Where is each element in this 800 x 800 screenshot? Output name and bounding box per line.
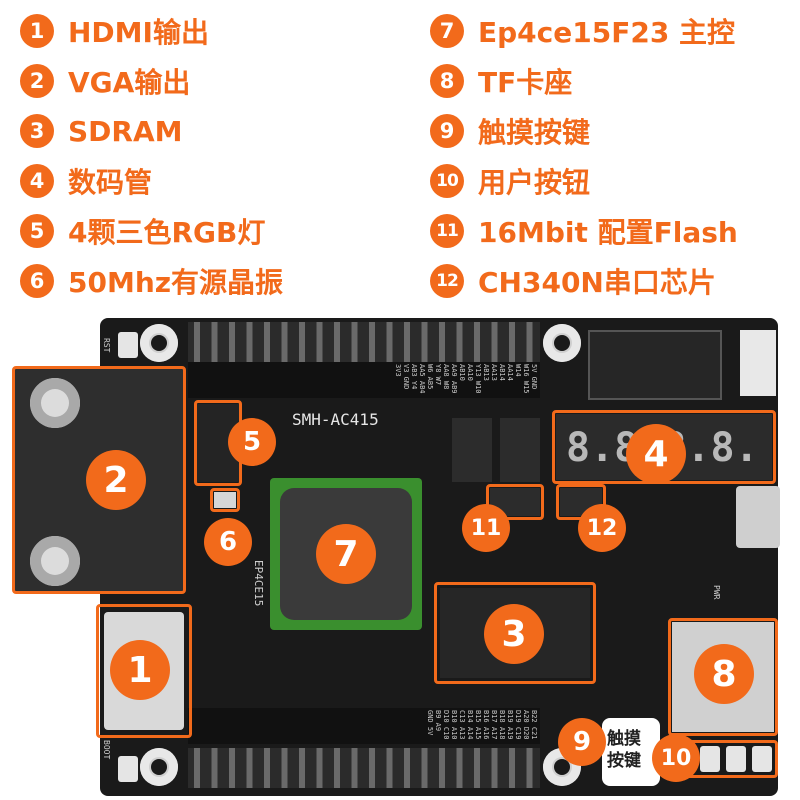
legend-number: 1: [20, 14, 54, 48]
legend-item-8: 8 TF卡座: [430, 60, 572, 102]
fpga-marking: EP4CE15: [252, 560, 265, 607]
mounting-hole: [140, 324, 178, 362]
legend-number: 6: [20, 264, 54, 298]
legend-label: 16Mbit 配置Flash: [478, 216, 738, 249]
boot-button[interactable]: [118, 756, 138, 782]
legend-number: 9: [430, 114, 464, 148]
legend-label: VGA输出: [68, 66, 191, 99]
legend-label: TF卡座: [478, 66, 573, 99]
hdmi-highlight: [96, 604, 192, 738]
bottom-pin-label-text: B22 C21 A20 D20 D19 C19 B19 A19 B18 A18 …: [426, 710, 538, 740]
legend-item-12: 12 CH340N串口芯片: [430, 260, 716, 302]
oscillator: [214, 492, 236, 508]
top-pin-header: [188, 322, 540, 342]
legend-item-9: 9 触摸按键: [430, 110, 590, 152]
legend-label: 50Mhz有源晶振: [68, 266, 284, 299]
flash-chip: [452, 418, 492, 482]
badge-touch-key: 9: [558, 718, 606, 766]
legend-item-5: 5 4颗三色RGB灯: [20, 210, 265, 252]
legend-label: Ep4ce15F23 主控: [478, 16, 736, 49]
legend-label: 数码管: [68, 166, 153, 199]
legend-number: 11: [430, 214, 464, 248]
legend-number: 3: [20, 114, 54, 148]
legend: 1 HDMI输出 2 VGA输出 3 SDRAM 4 数码管 5 4颗三色RGB…: [0, 0, 800, 310]
sdram-highlight: [434, 582, 596, 684]
legend-number: 7: [430, 14, 464, 48]
legend-label: 触摸按键: [478, 116, 591, 149]
top-pin-label-text: 5V GND W16 W15 W14 AA14 AB14 AA13 AB13 Y…: [394, 364, 538, 394]
pwr-silk: PWR: [712, 585, 721, 600]
badge-seven-segment: 4: [626, 424, 686, 484]
legend-number: 4: [20, 164, 54, 198]
legend-item-1: 1 HDMI输出: [20, 10, 209, 52]
badge-hdmi: 1: [110, 640, 170, 700]
legend-label: SDRAM: [68, 114, 183, 148]
jtag-header: [588, 330, 722, 400]
legend-number: 8: [430, 64, 464, 98]
mounting-hole: [543, 324, 581, 362]
badge-vga: 2: [86, 450, 146, 510]
legend-label: CH340N串口芯片: [478, 266, 716, 299]
config-flash-highlight: [486, 484, 544, 520]
power-switch[interactable]: [740, 330, 776, 396]
user-key-k2[interactable]: [726, 746, 746, 772]
bottom-pin-labels: B22 C21 A20 D20 D19 C19 B19 A19 B18 A18 …: [188, 708, 540, 744]
vga-highlight: [12, 366, 186, 594]
top-pin-header-row2: [188, 342, 540, 362]
vga-screw-hole: [30, 378, 80, 428]
badge-oscillator: 6: [204, 518, 252, 566]
legend-number: 2: [20, 64, 54, 98]
boot-silk: BOOT: [102, 740, 111, 760]
flash-chip: [500, 418, 540, 482]
legend-item-2: 2 VGA输出: [20, 60, 190, 102]
legend-number: 10: [430, 164, 464, 198]
badge-config-flash: 11: [462, 504, 510, 552]
bottom-pin-header: [188, 748, 540, 768]
user-key-k3[interactable]: [752, 746, 772, 772]
badge-fpga: 7: [316, 524, 376, 584]
touch-key-label: 触摸按键: [607, 729, 641, 771]
reset-button[interactable]: [118, 332, 138, 358]
legend-number: 12: [430, 264, 464, 298]
legend-item-7: 7 Ep4ce15F23 主控: [430, 10, 735, 52]
board-name: SMH-AC415: [292, 410, 379, 429]
badge-rgb-led: 5: [228, 418, 276, 466]
badge-ch340n: 12: [578, 504, 626, 552]
legend-label: HDMI输出: [68, 16, 209, 49]
vga-screw-hole: [30, 536, 80, 586]
legend-label: 用户按钮: [478, 166, 591, 199]
badge-user-keys: 10: [652, 734, 700, 782]
legend-item-6: 6 50Mhz有源晶振: [20, 260, 283, 302]
tf-card-highlight: [668, 618, 778, 736]
legend-label: 4颗三色RGB灯: [68, 216, 266, 249]
badge-sdram: 3: [484, 604, 544, 664]
legend-item-4: 4 数码管: [20, 160, 152, 202]
top-pin-labels: 5V GND W16 W15 W14 AA14 AB14 AA13 AB13 Y…: [188, 362, 540, 398]
rst-silk: RST: [102, 338, 111, 353]
user-key-k1[interactable]: [700, 746, 720, 772]
legend-item-11: 11 16Mbit 配置Flash: [430, 210, 738, 252]
legend-item-3: 3 SDRAM: [20, 110, 183, 152]
mounting-hole: [140, 748, 178, 786]
oscillator-highlight: [210, 488, 240, 512]
touch-key-pad[interactable]: [602, 718, 660, 786]
bottom-pin-header-row2: [188, 768, 540, 788]
badge-tf-card: 8: [694, 644, 754, 704]
usb-port: [736, 486, 780, 548]
legend-item-10: 10 用户按钮: [430, 160, 590, 202]
legend-number: 5: [20, 214, 54, 248]
